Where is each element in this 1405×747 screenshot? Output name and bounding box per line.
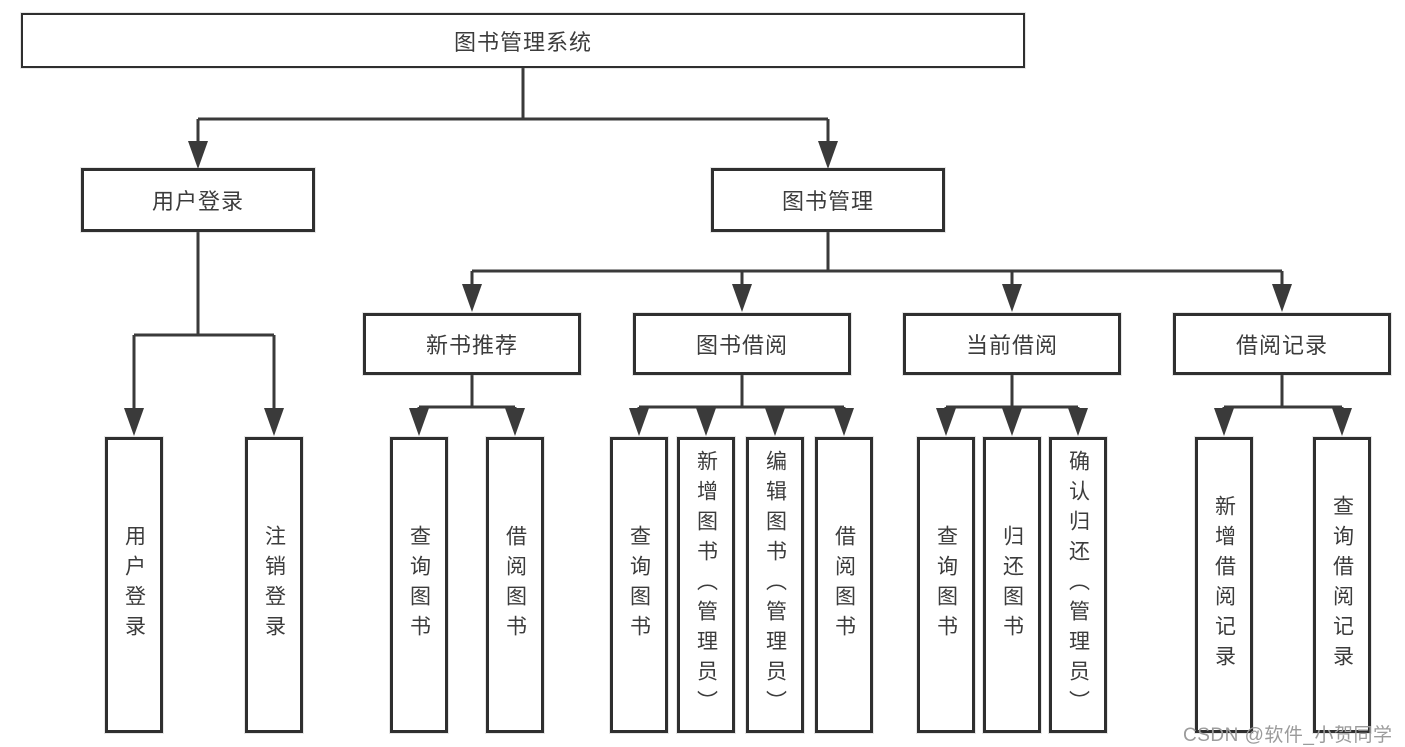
- arrow-icon: [505, 408, 525, 436]
- arrow-icon: [1272, 284, 1292, 312]
- arrow-icon: [1002, 408, 1022, 436]
- node-label: 查询图书: [627, 525, 651, 645]
- arrow-icon: [765, 408, 785, 436]
- node-user-login-branch: 用户登录: [81, 168, 315, 232]
- node-label: 借阅图书: [832, 525, 856, 645]
- node-label: 确认归还（管理员）: [1066, 450, 1090, 720]
- node-label: 编辑图书（管理员）: [763, 450, 787, 720]
- arrow-icon: [732, 284, 752, 312]
- node-label: 图书管理: [781, 189, 874, 214]
- arrow-icon: [818, 141, 838, 169]
- node-label: 借阅图书: [503, 525, 527, 645]
- node-borrowing-records: 借阅记录: [1173, 313, 1391, 375]
- arrow-icon: [462, 284, 482, 312]
- node-confirm-return-admin: 确认归还（管理员）: [1049, 437, 1107, 733]
- arrow-icon: [834, 408, 854, 436]
- node-current-borrowing: 当前借阅: [903, 313, 1121, 375]
- arrow-icon: [629, 408, 649, 436]
- node-label: 新增借阅记录: [1212, 495, 1236, 675]
- arrow-icon: [264, 408, 284, 436]
- node-label: 当前借阅: [965, 333, 1058, 358]
- arrow-icon: [696, 408, 716, 436]
- node-label: 新书推荐: [425, 333, 518, 358]
- node-borrow-books: 借阅图书: [815, 437, 873, 733]
- arrowheads: [124, 141, 1352, 436]
- node-logout: 注销登录: [245, 437, 303, 733]
- node-label: 归还图书: [1000, 525, 1024, 645]
- node-borrow-books-recommend: 借阅图书: [486, 437, 544, 733]
- arrow-icon: [1002, 284, 1022, 312]
- node-label: 查询图书: [407, 525, 431, 645]
- node-label: 用户登录: [122, 525, 146, 645]
- node-label: 新增图书（管理员）: [694, 450, 718, 720]
- node-label: 用户登录: [151, 189, 244, 214]
- node-query-books-current: 查询图书: [917, 437, 975, 733]
- connector-book-borrowing-group: [637, 375, 846, 416]
- connector-borrowing-records-group: [1222, 375, 1344, 416]
- connector-book-management-branch: [470, 232, 1284, 290]
- node-label: 借阅记录: [1235, 333, 1328, 358]
- arrow-icon: [1214, 408, 1234, 436]
- connector-user-login-branch: [132, 232, 276, 414]
- arrow-icon: [1332, 408, 1352, 436]
- node-query-borrow-record: 查询借阅记录: [1313, 437, 1371, 733]
- arrow-icon: [188, 141, 208, 169]
- node-label: 查询借阅记录: [1330, 495, 1354, 675]
- node-label: 图书借阅: [695, 333, 788, 358]
- node-query-books-borrowing: 查询图书: [610, 437, 668, 733]
- node-library-management-system: 图书管理系统: [21, 13, 1025, 68]
- arrow-icon: [124, 408, 144, 436]
- node-query-books-recommend: 查询图书: [390, 437, 448, 733]
- arrow-icon: [1068, 408, 1088, 436]
- csdn-watermark: CSDN @软件_小贺同学: [1183, 725, 1393, 746]
- node-edit-book-admin: 编辑图书（管理员）: [746, 437, 804, 733]
- node-new-book-recommendation: 新书推荐: [363, 313, 581, 375]
- node-label: 查询图书: [934, 525, 958, 645]
- node-label: 注销登录: [262, 525, 286, 645]
- node-book-borrowing: 图书借阅: [633, 313, 851, 375]
- node-add-borrow-record: 新增借阅记录: [1195, 437, 1253, 733]
- arrow-icon: [936, 408, 956, 436]
- node-label: 图书管理系统: [453, 29, 592, 55]
- connector-root-to-level2: [196, 68, 830, 148]
- node-book-management: 图书管理: [711, 168, 945, 232]
- node-user-login-leaf: 用户登录: [105, 437, 163, 733]
- arrow-icon: [409, 408, 429, 436]
- node-return-book: 归还图书: [983, 437, 1041, 733]
- connector-new-book-group: [417, 375, 517, 416]
- node-add-book-admin: 新增图书（管理员）: [677, 437, 735, 733]
